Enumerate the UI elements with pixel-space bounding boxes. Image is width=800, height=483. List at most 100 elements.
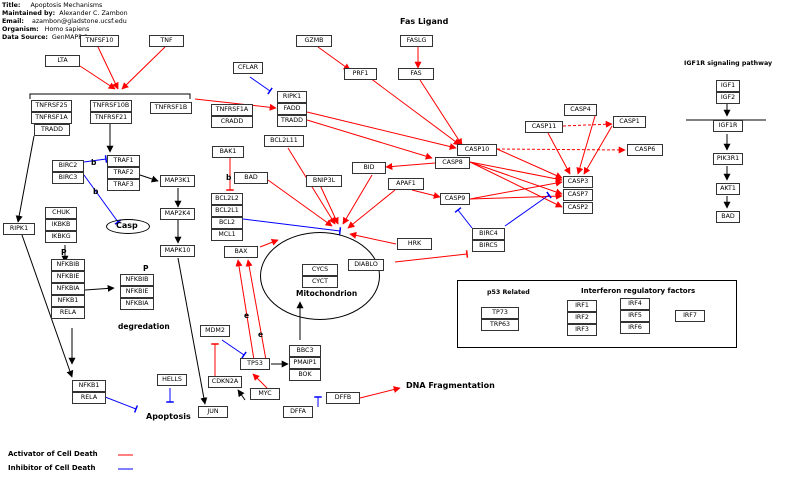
gene-lta[interactable]: LTA — [45, 55, 80, 67]
gene-irf6[interactable]: IRF6 — [620, 322, 650, 334]
gene-tradd[interactable]: TRADD — [34, 124, 70, 136]
gene-bbc3[interactable]: BBC3 — [289, 345, 321, 357]
gene-prf1[interactable]: PRF1 — [344, 68, 377, 80]
gene-bak1[interactable]: BAK1 — [212, 146, 244, 158]
gene-nfkbie[interactable]: NFKBIE — [51, 271, 85, 283]
gene-mapk10[interactable]: MAPK10 — [160, 245, 195, 257]
gene-birc4[interactable]: BIRC4 — [472, 228, 505, 240]
gene-nfkbia-degraded[interactable]: NFKBIA — [120, 298, 154, 310]
gene-hells[interactable]: HELLS — [157, 374, 187, 386]
gene-nfkbib[interactable]: NFKBIB — [51, 259, 85, 271]
gene-bcl2l1[interactable]: BCL2L1 — [211, 205, 243, 217]
gene-casp11[interactable]: CASP11 — [525, 121, 563, 133]
gene-diablo[interactable]: DIABLO — [348, 259, 384, 271]
gene-tnfrsf10b[interactable]: TNFRSF10B — [90, 100, 132, 112]
gene-birc3[interactable]: BIRC3 — [52, 172, 84, 184]
gene-bcl2l11[interactable]: BCL2L11 — [264, 135, 304, 147]
gene-casp6[interactable]: CASP6 — [627, 144, 663, 156]
gene-pik3r1[interactable]: PIK3R1 — [713, 153, 743, 165]
gene-bad[interactable]: BAD — [234, 172, 268, 184]
gene-faslg[interactable]: FASLG — [400, 35, 433, 47]
gene-gzmb[interactable]: GZMB — [296, 35, 332, 47]
gene-casp1[interactable]: CASP1 — [613, 116, 646, 128]
gene-irf1[interactable]: IRF1 — [567, 300, 597, 312]
gene-irf2[interactable]: IRF2 — [567, 312, 597, 324]
gene-nfkbia[interactable]: NFKBIA — [51, 283, 85, 295]
gene-casp9[interactable]: CASP9 — [440, 193, 470, 205]
gene-irf4[interactable]: IRF4 — [620, 298, 650, 310]
gene-cflar[interactable]: CFLAR — [233, 62, 263, 74]
gene-chuk[interactable]: CHUK — [45, 207, 77, 219]
gene-traf1[interactable]: TRAF1 — [107, 155, 140, 167]
gene-tp53[interactable]: TP53 — [240, 358, 270, 370]
gene-casp4[interactable]: CASP4 — [564, 104, 597, 116]
casp-shape — [106, 219, 150, 234]
gene-rela-b[interactable]: RELA — [72, 392, 106, 404]
gene-birc5[interactable]: BIRC5 — [472, 240, 505, 252]
gene-mdm2[interactable]: MDM2 — [200, 325, 230, 337]
gene-pmaip1[interactable]: PMAIP1 — [289, 357, 321, 369]
gene-dffb[interactable]: DFFB — [326, 392, 360, 404]
gene-tnfrsf1a[interactable]: TNFRSF1A — [31, 112, 72, 124]
gene-bcl2l2[interactable]: BCL2L2 — [211, 193, 243, 205]
gene-traf3[interactable]: TRAF3 — [107, 179, 140, 191]
gene-irf5[interactable]: IRF5 — [620, 310, 650, 322]
gene-mcl1[interactable]: MCL1 — [211, 229, 243, 241]
gene-hrk[interactable]: HRK — [397, 238, 432, 250]
gene-bcl2[interactable]: BCL2 — [211, 217, 243, 229]
gene-dffa[interactable]: DFFA — [283, 406, 313, 418]
gene-tp73[interactable]: TP73 — [481, 307, 519, 319]
gene-birc2[interactable]: BIRC2 — [52, 160, 84, 172]
gene-casp3[interactable]: CASP3 — [563, 176, 593, 188]
gene-rela[interactable]: RELA — [51, 307, 85, 319]
gene-traf2[interactable]: TRAF2 — [107, 167, 140, 179]
gene-casp8[interactable]: CASP8 — [435, 157, 470, 169]
gene-igf1[interactable]: IGF1 — [716, 80, 740, 92]
gene-bad-b[interactable]: BAD — [716, 211, 740, 223]
gene-cyct[interactable]: CYCT — [302, 276, 338, 288]
gene-casp10[interactable]: CASP10 — [457, 144, 497, 156]
gene-ripk1-b[interactable]: RIPK1 — [3, 223, 35, 235]
gene-cycs[interactable]: CYCS — [302, 264, 338, 276]
mark-b2: b — [93, 187, 99, 196]
gene-map3k1[interactable]: MAP3K1 — [160, 175, 195, 187]
gene-nfkbib-degraded[interactable]: NFKBIB — [120, 274, 154, 286]
gene-casp2[interactable]: CASP2 — [563, 202, 593, 214]
gene-cdkn2a[interactable]: CDKN2A — [208, 376, 242, 388]
gene-trp63[interactable]: TRP63 — [481, 319, 519, 331]
gene-tradd-b[interactable]: TRADD — [277, 115, 307, 127]
gene-jun[interactable]: JUN — [198, 406, 228, 418]
gene-tnfsf10[interactable]: TNFSF10 — [80, 35, 119, 47]
gene-nfkb1-b[interactable]: NFKB1 — [72, 380, 106, 392]
gene-myc[interactable]: MYC — [250, 388, 280, 400]
gene-irf7[interactable]: IRF7 — [675, 310, 705, 322]
gene-map2k4[interactable]: MAP2K4 — [160, 208, 195, 220]
gene-cradd[interactable]: CRADD — [211, 116, 253, 128]
gene-bok[interactable]: BOK — [289, 369, 321, 381]
gene-akt1[interactable]: AKT1 — [716, 183, 740, 195]
gene-bnip3l[interactable]: BNIP3L — [306, 175, 342, 187]
mitochondrion-shape — [260, 232, 380, 320]
gene-igf2[interactable]: IGF2 — [716, 92, 740, 104]
gene-tnfrsf21[interactable]: TNFRSF21 — [90, 112, 132, 124]
gene-igf1r[interactable]: IGF1R — [713, 120, 743, 132]
gene-fadd[interactable]: FADD — [277, 103, 307, 115]
gene-bid[interactable]: BID — [352, 162, 386, 174]
gene-tnfrsf25[interactable]: TNFRSF25 — [31, 100, 72, 112]
gene-nfkbie-degraded[interactable]: NFKBIE — [120, 286, 154, 298]
p53-interferon-panel — [457, 280, 737, 348]
gene-ripk1[interactable]: RIPK1 — [277, 91, 307, 103]
gene-irf3[interactable]: IRF3 — [567, 324, 597, 336]
gene-nfkb1[interactable]: NFKB1 — [51, 295, 85, 307]
gene-apaf1[interactable]: APAF1 — [388, 178, 424, 190]
gene-fas[interactable]: FAS — [398, 68, 434, 80]
gene-ikbkb[interactable]: IKBKB — [45, 219, 77, 231]
gene-ikbkg[interactable]: IKBKG — [45, 231, 77, 243]
label-apoptosis: Apoptosis — [146, 412, 191, 421]
gene-tnfrsf1b[interactable]: TNFRSF1B — [150, 102, 192, 114]
gene-bax[interactable]: BAX — [224, 246, 258, 258]
gene-tnfrsf1a-b[interactable]: TNFRSF1A — [211, 104, 253, 116]
gene-casp7[interactable]: CASP7 — [563, 189, 593, 201]
gene-tnf[interactable]: TNF — [149, 35, 184, 47]
